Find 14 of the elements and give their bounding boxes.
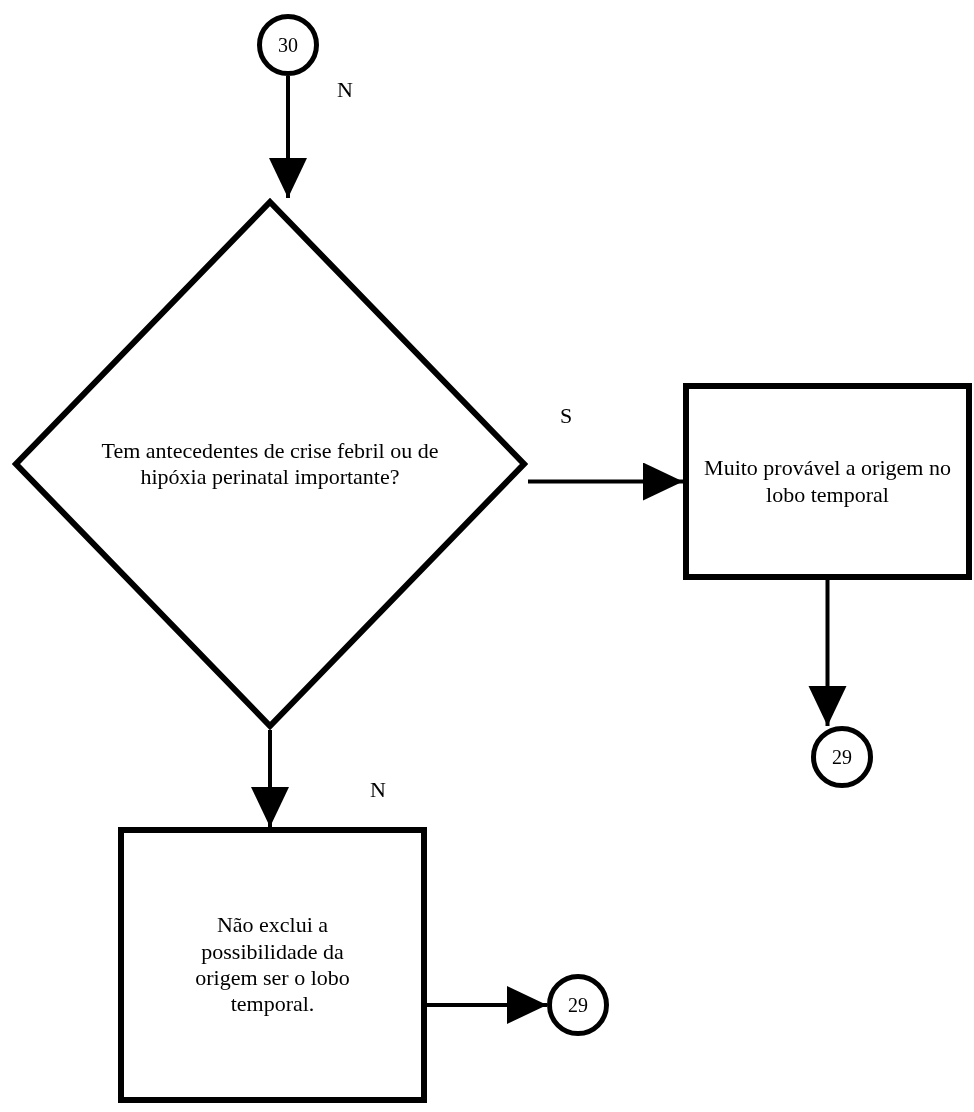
connector-number: 29 (832, 745, 852, 769)
arrow (808, 580, 847, 726)
arrow (427, 986, 547, 1024)
arrow (528, 462, 683, 501)
process-box (118, 827, 427, 1103)
arrow (251, 730, 289, 827)
process-text: Não exclui a possibilidade da origem ser o lobo temporal. (194, 912, 351, 1018)
connector-number: 29 (568, 993, 588, 1017)
process-box (683, 383, 972, 580)
decision-diamond (12, 198, 528, 730)
arrow (269, 76, 307, 198)
decision-text: Tem antecedentes de crise febril ou de hipóxia perinatal importante? (100, 437, 440, 491)
process-text: Muito provável a origem no lobo temporal (703, 455, 952, 508)
connector-number: 30 (278, 33, 298, 57)
